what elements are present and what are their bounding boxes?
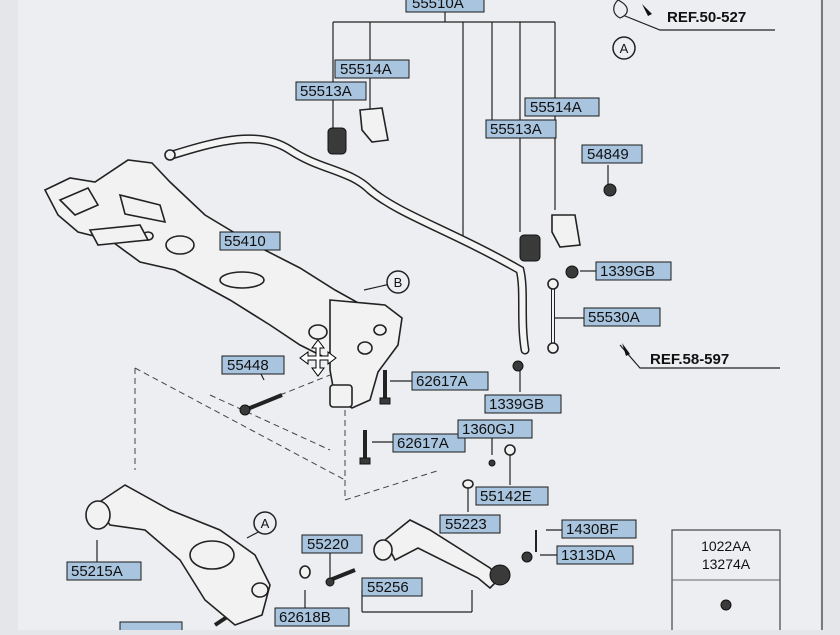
svg-text:62617A: 62617A [397, 435, 449, 452]
label-bolt-55448[interactable]: 55448 [221, 355, 285, 375]
label-crossmember[interactable]: 55410 [219, 231, 281, 251]
move-cursor-icon [299, 339, 337, 377]
label-nut-62618b[interactable]: 62618B [274, 607, 350, 627]
svg-text:55223: 55223 [445, 516, 487, 533]
svg-text:55142E: 55142E [480, 488, 532, 505]
svg-text:62618B: 62618B [279, 609, 331, 626]
svg-text:A: A [620, 41, 629, 56]
legend-line-2: 13274A [702, 556, 751, 572]
svg-text:62617A: 62617A [416, 373, 468, 390]
label-bolt-1430bf[interactable]: 1430BF [561, 519, 637, 539]
stabilizer-bar-part [164, 134, 530, 355]
label-washer-55223[interactable]: 55223 [439, 514, 501, 534]
svg-text:55448: 55448 [227, 357, 269, 374]
label-bushing-bracket-left[interactable]: 55514A [334, 59, 410, 79]
label-bolt-62617a-upper[interactable]: 62617A [411, 371, 489, 391]
svg-text:55514A: 55514A [340, 61, 392, 78]
svg-text:55530A: 55530A [588, 309, 640, 326]
label-bolt-62617a-lower[interactable]: 62617A [392, 433, 466, 453]
label-cap[interactable]: 54849 [581, 144, 643, 164]
label-bushing-bracket-right[interactable]: 55514A [524, 97, 600, 117]
label-bolt-55220[interactable]: 55220 [301, 534, 363, 554]
label-cut-off [119, 621, 183, 633]
svg-text:54849: 54849 [587, 146, 629, 163]
svg-text:1313DA: 1313DA [561, 547, 615, 564]
label-stabilizer-assy[interactable]: 55510A [405, 0, 485, 13]
svg-text:55256: 55256 [367, 579, 409, 596]
stabilizer-bushings [327, 107, 617, 372]
label-bushing-55142e[interactable]: 55142E [475, 486, 549, 506]
svg-text:1339GB: 1339GB [489, 396, 544, 413]
svg-text:55410: 55410 [224, 233, 266, 250]
ref-label-mid[interactable]: REF.58-597 [650, 351, 729, 368]
callout-a-arm[interactable]: A [253, 511, 277, 535]
label-stabilizer-link[interactable]: 55530A [583, 307, 661, 327]
ref-label-top[interactable]: REF.50-527 [667, 9, 746, 26]
label-bushing-right[interactable]: 55513A [485, 119, 557, 139]
label-lower-arm[interactable]: 55215A [66, 561, 142, 581]
svg-text:55513A: 55513A [300, 83, 352, 100]
label-lateral-arm[interactable]: 55256 [361, 577, 423, 597]
label-nut-link-top[interactable]: 1339GB [595, 261, 672, 281]
svg-text:55510A: 55510A [412, 0, 464, 12]
label-bushing-left[interactable]: 55513A [295, 81, 367, 101]
crossmember-part [43, 159, 403, 409]
svg-text:55513A: 55513A [490, 121, 542, 138]
ref-arrow-mid [622, 343, 630, 356]
callout-a-top[interactable]: A [612, 0, 636, 60]
label-nut-link-bottom[interactable]: 1339GB [484, 394, 562, 414]
label-nut-1360gj[interactable]: 1360GJ [457, 419, 533, 439]
callout-b[interactable]: B [386, 270, 410, 294]
lateral-arm-part [373, 519, 511, 590]
svg-text:1360GJ: 1360GJ [462, 421, 515, 438]
fastener-legend-box: 1022AA 13274A [671, 529, 781, 635]
legend-line-1: 1022AA [701, 538, 751, 554]
svg-text:55220: 55220 [307, 536, 349, 553]
svg-text:1339GB: 1339GB [600, 263, 655, 280]
svg-text:55514A: 55514A [530, 99, 582, 116]
ref-arrow-top [642, 4, 652, 16]
leader-lines [96, 12, 780, 613]
svg-text:55215A: 55215A [71, 563, 123, 580]
svg-text:B: B [394, 275, 403, 290]
svg-text:1430BF: 1430BF [566, 521, 619, 538]
label-nut-1313da[interactable]: 1313DA [556, 545, 634, 565]
lower-arm-part [85, 484, 271, 626]
svg-text:A: A [261, 516, 270, 531]
